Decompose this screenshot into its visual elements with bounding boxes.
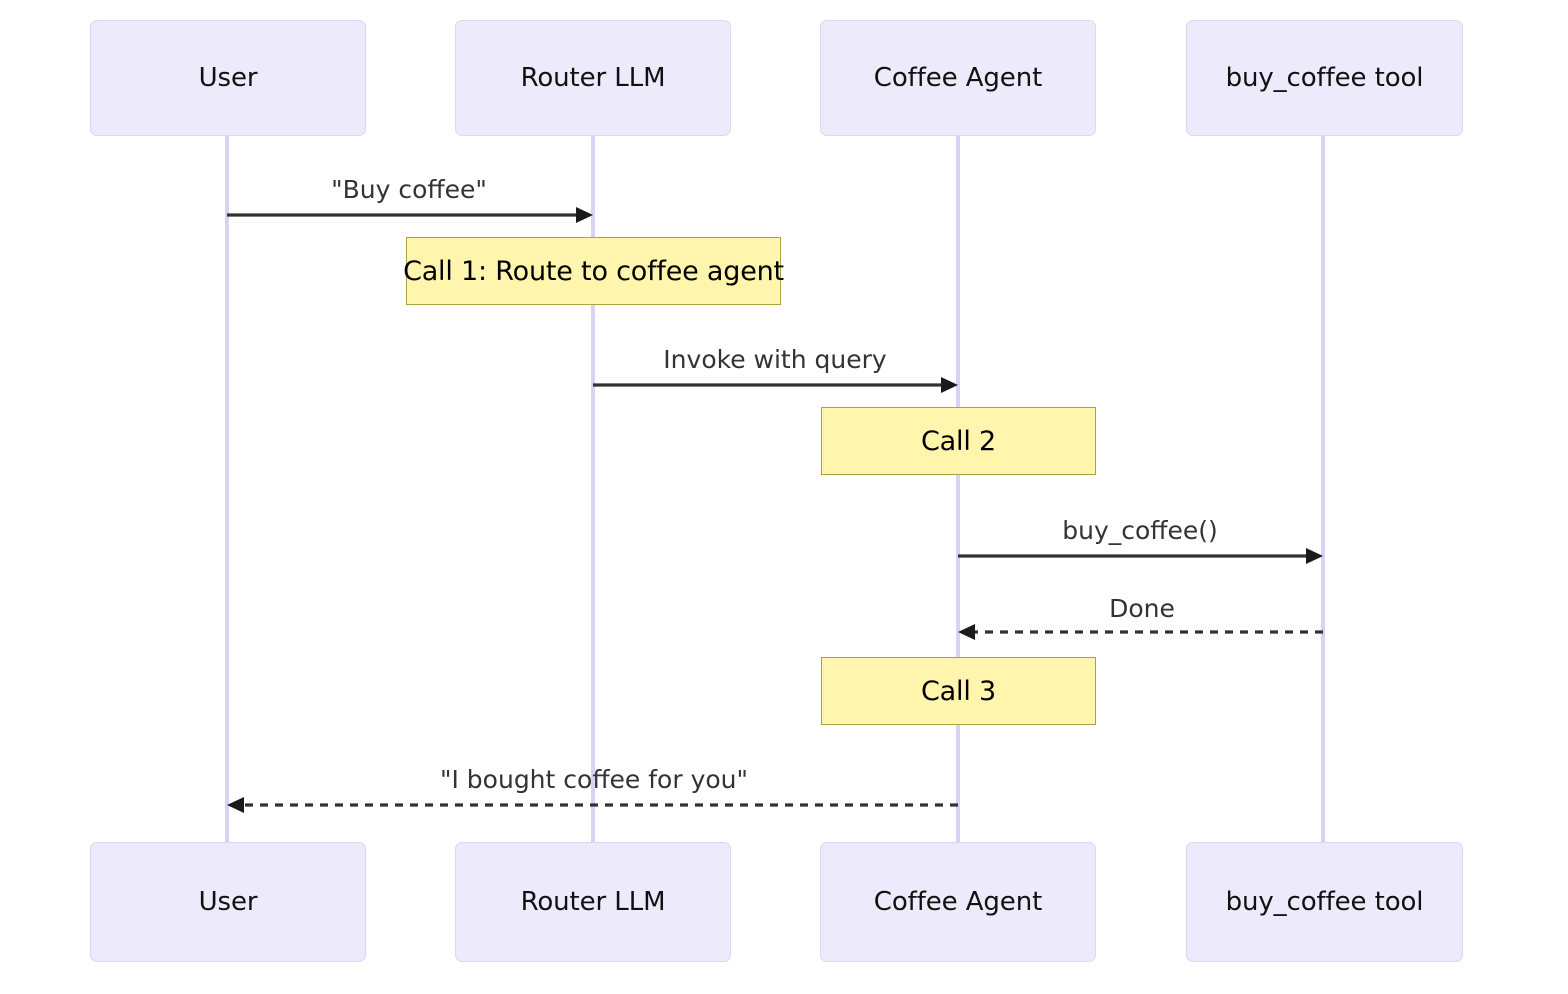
participant-box-bottom-agent: Coffee Agent	[820, 842, 1096, 962]
participant-label-agent: Coffee Agent	[873, 887, 1043, 917]
participant-box-top-agent: Coffee Agent	[820, 20, 1096, 136]
lifeline-user	[225, 136, 229, 842]
message-arrow-m2	[593, 377, 958, 393]
participant-box-bottom-router: Router LLM	[455, 842, 731, 962]
participant-box-bottom-tool: buy_coffee tool	[1186, 842, 1463, 962]
participant-label-tool: buy_coffee tool	[1225, 887, 1424, 917]
lifeline-router	[591, 136, 595, 842]
lifeline-agent	[956, 136, 960, 842]
lifeline-tool	[1321, 136, 1325, 842]
message-label-m4: Done	[1109, 594, 1175, 623]
message-label-m3: buy_coffee()	[1062, 516, 1218, 545]
message-arrow-m3	[958, 548, 1323, 564]
participant-label-router: Router LLM	[520, 887, 666, 917]
participant-box-top-router: Router LLM	[455, 20, 731, 136]
message-label-m1: "Buy coffee"	[331, 175, 487, 204]
participant-box-top-user: User	[90, 20, 366, 136]
participant-box-top-tool: buy_coffee tool	[1186, 20, 1463, 136]
message-arrow-m1	[227, 207, 593, 223]
note-label-n1: Call 1: Route to coffee agent	[403, 255, 784, 287]
note-n3: Call 3	[821, 657, 1096, 725]
note-n1: Call 1: Route to coffee agent	[403, 237, 784, 305]
participant-label-router: Router LLM	[520, 63, 666, 93]
message-arrow-m5	[227, 797, 958, 813]
message-label-m5: "I bought coffee for you"	[439, 765, 749, 794]
message-label-m2: Invoke with query	[663, 345, 887, 374]
message-arrow-m4	[958, 624, 1323, 640]
note-n2: Call 2	[821, 407, 1096, 475]
note-label-n2: Call 2	[921, 425, 996, 457]
note-label-n3: Call 3	[921, 675, 996, 707]
participant-label-user: User	[198, 63, 258, 93]
participant-label-user: User	[198, 887, 258, 917]
participant-label-agent: Coffee Agent	[873, 63, 1043, 93]
participant-label-tool: buy_coffee tool	[1225, 63, 1424, 93]
participant-box-bottom-user: User	[90, 842, 366, 962]
